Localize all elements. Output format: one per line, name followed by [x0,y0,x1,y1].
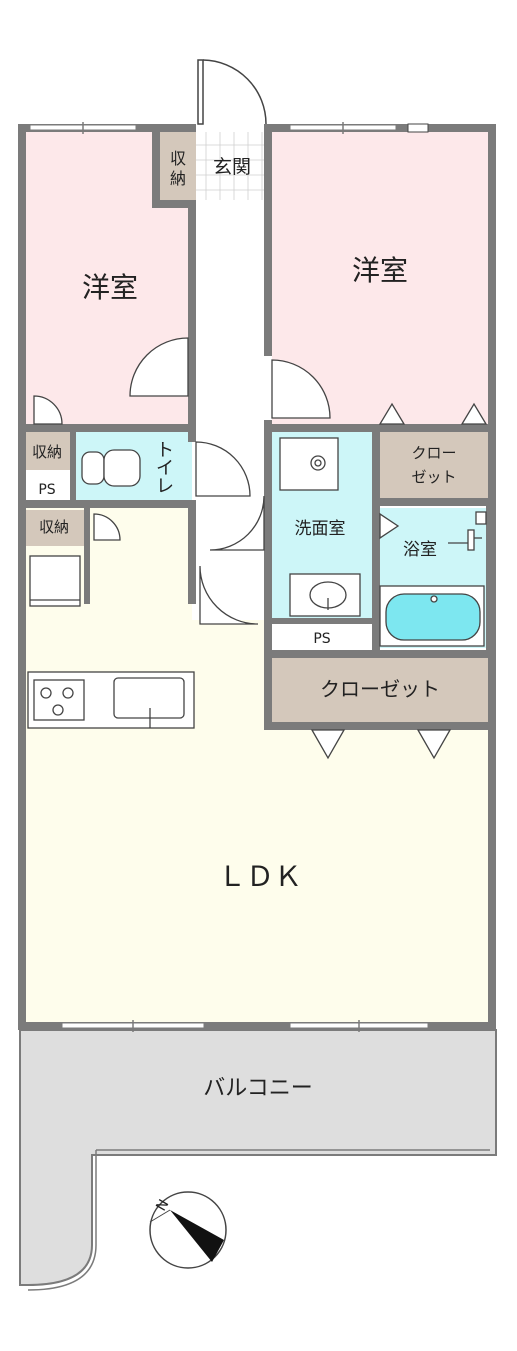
closet-large-label: クローゼット [320,677,440,701]
bathroom-label: 浴室 [403,540,437,560]
storage-1-area [24,432,70,470]
entrance-storage-area [160,132,196,200]
toilet-icon [81,449,141,487]
window-dividers [82,122,360,1032]
entrance-door [197,59,267,125]
bedroom-left-label: 洋室 [82,271,138,304]
closet-small-area [380,432,488,498]
closet-large-area [270,656,488,722]
balcony-label: バルコニー [203,1076,313,1101]
interior-doors [33,337,331,625]
toilet-label-1: ト [156,440,174,461]
ps-1-area [24,476,70,500]
closet-small-label-1: クロー [411,444,456,462]
ldk-label: ＬＤＫ [218,860,302,893]
stove-icon [33,679,85,721]
refrigerator-icon [29,555,81,607]
toilet-label-3: レ [156,476,174,497]
closet-small-label-2: ゼット [411,468,456,486]
entrance-tiles [196,132,266,200]
wash-basin-icon [289,573,361,617]
compass: N [149,1191,227,1269]
storage-2-label: 収納 [39,518,69,536]
toilet-label-2: イ [156,458,174,479]
entrance-storage-label-1: 収 [170,149,186,168]
shower-icon [448,511,487,551]
washing-machine-icon [279,437,339,491]
entrance-storage-label-2: 納 [170,169,186,188]
storage-2-area [24,510,84,546]
ps-1-label: PS [38,482,55,498]
bedroom-right-label: 洋室 [352,254,408,287]
compass-arrow-icon [170,1210,224,1262]
balcony-inner-curve [27,1150,97,1291]
ps-2-label: PS [313,631,330,647]
walls [18,124,496,1030]
storage-1-label: 収納 [32,443,62,461]
entrance-area [192,130,268,200]
washroom-label: 洗面室 [295,519,346,539]
balcony-area [19,1029,497,1286]
entrance-label: 玄関 [213,156,251,178]
vent-icon [407,123,429,133]
ps-2-area [272,624,372,650]
closet-door-triangles [310,402,488,760]
bathtub-icon [379,585,485,647]
